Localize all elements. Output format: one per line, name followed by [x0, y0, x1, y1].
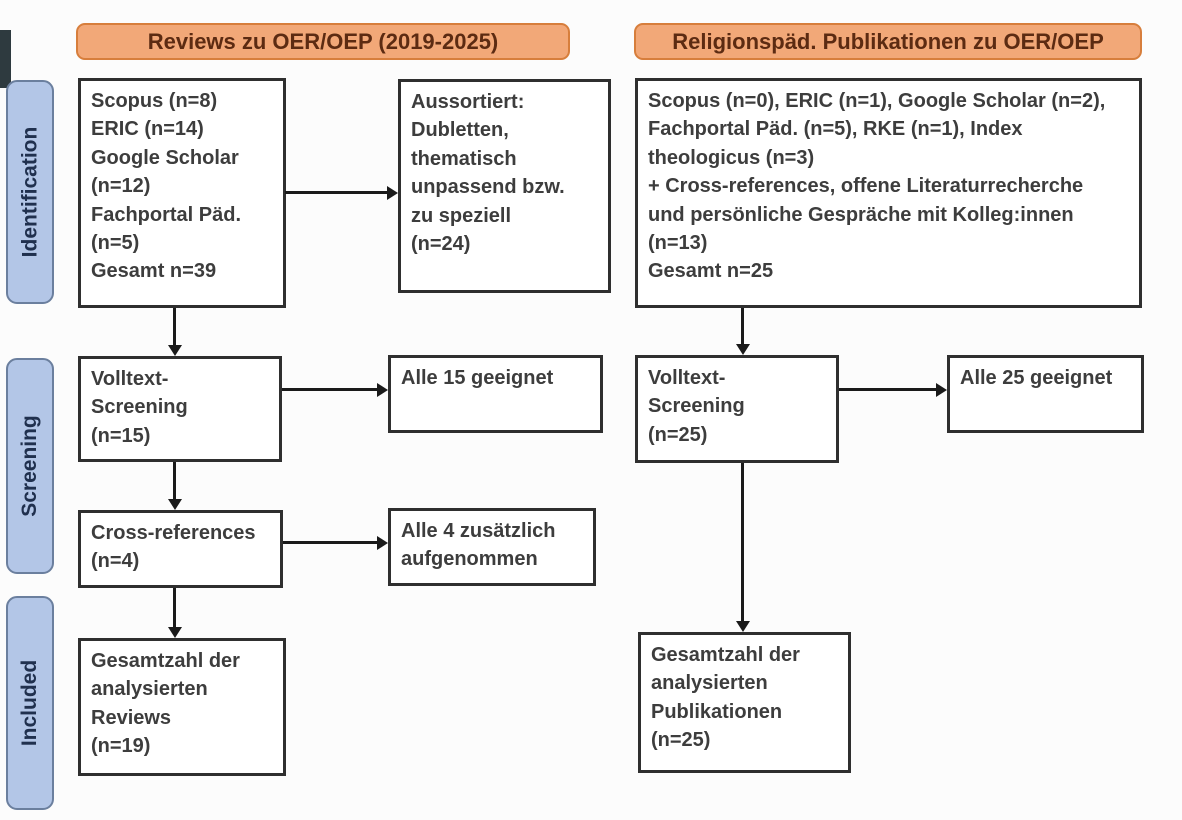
box-left-screening-result: Alle 15 geeignet: [388, 355, 603, 433]
arrow-right-right-screening-to-result: [839, 383, 947, 397]
box-right-included-total: Gesamtzahl der analysierten Publikatione…: [638, 632, 851, 773]
box-left-cross-references: Cross-references (n=4): [78, 510, 283, 588]
stage-included-label: Included: [18, 659, 41, 747]
arrow-down-right-id-to-screening: [736, 308, 750, 355]
arrow-right-left-crossref-to-result: [283, 536, 388, 550]
arrow-right-left-screening-to-result: [282, 383, 388, 397]
page-edge-artifact: [0, 30, 11, 88]
column-header-religionspaed: Religionspäd. Publikationen zu OER/OEP: [634, 23, 1142, 60]
box-left-excluded: Aussortiert: Dubletten, thematisch unpas…: [398, 79, 611, 293]
column-header-reviews: Reviews zu OER/OEP (2019-2025): [76, 23, 570, 60]
box-left-identification: Scopus (n=8) ERIC (n=14) Google Scholar …: [78, 78, 286, 308]
box-left-included-total: Gesamtzahl der analysierten Reviews (n=1…: [78, 638, 286, 776]
stage-identification: Identification: [6, 80, 54, 304]
stage-identification-label: Identification: [18, 126, 42, 258]
box-left-crossref-result: Alle 4 zusätzlich aufgenommen: [388, 508, 596, 586]
box-left-fulltext-screening: Volltext- Screening (n=15): [78, 356, 282, 462]
arrow-down-right-screening-to-included: [736, 463, 750, 632]
arrow-down-left-screening-to-crossref: [168, 462, 182, 510]
arrow-right-left-id-to-excluded: [285, 186, 398, 200]
stage-included: Included: [6, 596, 54, 810]
arrow-down-left-id-to-screening: [168, 308, 182, 356]
box-right-screening-result: Alle 25 geeignet: [947, 355, 1144, 433]
stage-screening-label: Screening: [18, 415, 42, 517]
box-right-identification: Scopus (n=0), ERIC (n=1), Google Scholar…: [635, 78, 1142, 308]
arrow-down-left-crossref-to-included: [168, 588, 182, 638]
box-right-fulltext-screening: Volltext- Screening (n=25): [635, 355, 839, 463]
stage-screening: Screening: [6, 358, 54, 574]
